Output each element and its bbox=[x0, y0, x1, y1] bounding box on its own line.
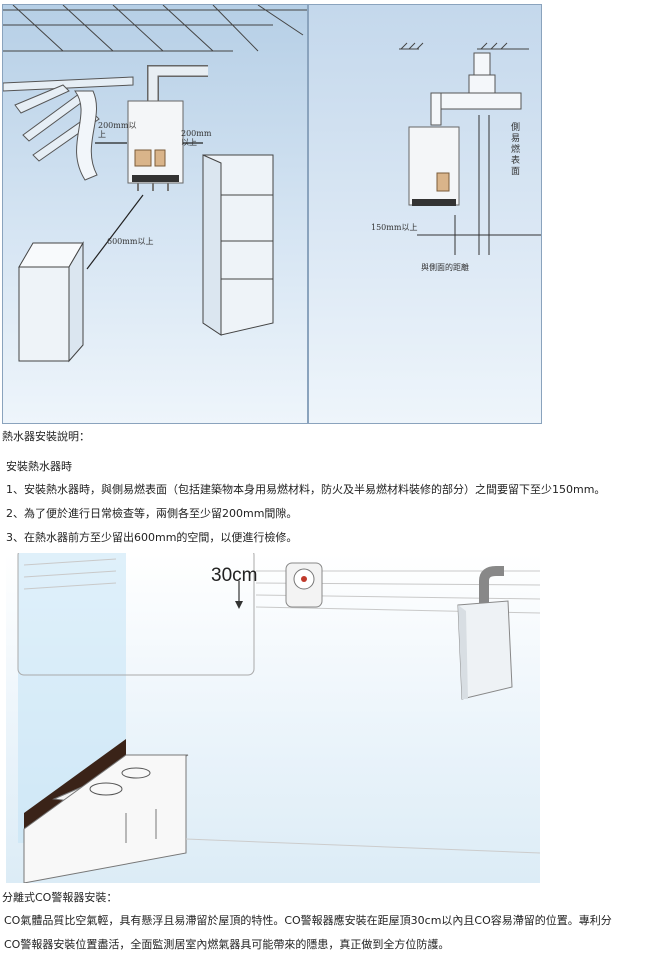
ceiling-height-label: 30cm bbox=[211, 565, 258, 586]
co-heading: 分離式CO警報器安裝： bbox=[2, 891, 118, 904]
clearance-front-label: 600mm以上 bbox=[107, 237, 154, 246]
heater-clearance-drawing bbox=[3, 5, 307, 363]
curtain bbox=[74, 90, 98, 181]
install-item-2: 2、為了便於進行日常檢查等，兩側各至少留200mm間隙。 bbox=[6, 507, 298, 520]
install-item-1: 1、安裝熱水器時，與側易燃表面（包括建築物本身用易燃材料，防火及半易燃材料裝修的… bbox=[6, 483, 606, 496]
co-alarm-device bbox=[285, 562, 323, 608]
co-line-1: CO氣體品質比空氣輕，具有懸浮且易滯留於屋頂的特性。CO警報器應安裝在距屋頂30… bbox=[4, 914, 612, 927]
side-distance-drawing bbox=[399, 42, 541, 255]
ceiling-beams bbox=[3, 5, 307, 52]
clearance-side-label: 200mm以上 bbox=[181, 129, 212, 147]
heater-clearance-illustration: 200mm以上 200mm以上 600mm以上 bbox=[2, 4, 308, 424]
flue-pipe-right bbox=[430, 52, 522, 126]
ceiling-hatch bbox=[399, 42, 529, 50]
install-item-3: 3、在熱水器前方至少留出600mm的空間，以便進行檢修。 bbox=[6, 531, 298, 544]
side-wall bbox=[417, 115, 541, 255]
co-line-2: CO警報器安裝位置盡活，全面監測居室內燃氣器具可能帶來的隱患，真正做到全方位防護… bbox=[4, 938, 450, 951]
clearance-top-label: 200mm以上 bbox=[98, 121, 137, 139]
install-heading: 熱水器安裝說明： bbox=[2, 430, 90, 443]
front-box bbox=[18, 241, 84, 363]
clearance-wall-label: 150mm以上 bbox=[371, 223, 418, 232]
clearance-arrows bbox=[86, 142, 203, 270]
rafters bbox=[3, 76, 134, 162]
co-zone-outline bbox=[17, 553, 255, 676]
side-flammable-label: 側易燃表面 bbox=[511, 123, 521, 177]
shelf-cabinet bbox=[202, 154, 274, 336]
side-distance-illustration: 側易燃表面 150mm以上 與側面的距離 bbox=[308, 4, 542, 424]
wall-water-heater bbox=[457, 566, 513, 700]
floor-line bbox=[185, 838, 540, 854]
side-distance-label: 與側面的距離 bbox=[421, 263, 469, 272]
co-alarm-illustration: 30cm bbox=[6, 553, 540, 883]
install-subheading: 安裝熱水器時 bbox=[6, 460, 72, 473]
kitchen-counter bbox=[23, 739, 189, 883]
water-heater-right bbox=[408, 126, 460, 206]
co-alarm-drawing bbox=[17, 553, 540, 883]
water-heater bbox=[127, 100, 184, 191]
